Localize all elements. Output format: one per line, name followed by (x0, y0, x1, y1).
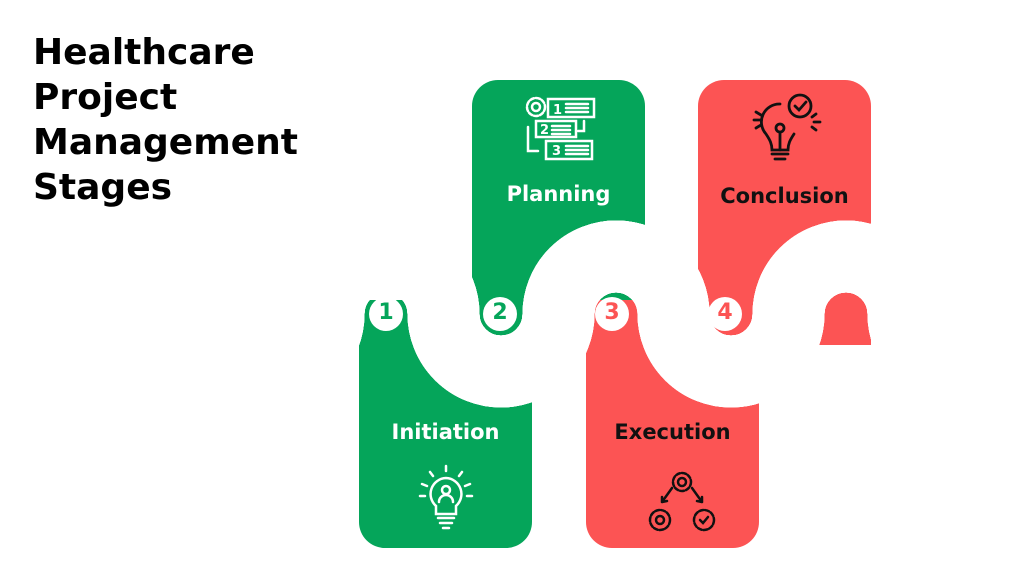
title-line: Management (33, 122, 298, 163)
lightbulb-check-icon (752, 93, 822, 161)
lightbulb-person-icon (418, 464, 474, 530)
stage-label-conclusion: Conclusion (720, 184, 849, 208)
title-line: Healthcare (33, 32, 255, 73)
stage-label-execution: Execution (614, 420, 731, 444)
stage-number-1: 1 (378, 300, 394, 325)
svg-text:3: 3 (552, 144, 561, 159)
svg-text:2: 2 (540, 123, 549, 138)
stage-number-4: 4 (717, 300, 733, 325)
title-line: Stages (33, 167, 173, 208)
stage-number-2: 2 (492, 300, 508, 325)
plan-steps-icon: 1 2 3 (525, 96, 596, 161)
gears-icon (648, 471, 716, 532)
svg-text:1: 1 (553, 103, 562, 118)
stage-label-initiation: Initiation (391, 420, 500, 444)
title-line: Project (33, 77, 178, 118)
stage-label-planning: Planning (506, 182, 611, 206)
stage-number-3: 3 (604, 300, 620, 325)
stage-number-badges (369, 297, 742, 331)
page-title: Healthcare Project Management Stages (33, 30, 298, 210)
